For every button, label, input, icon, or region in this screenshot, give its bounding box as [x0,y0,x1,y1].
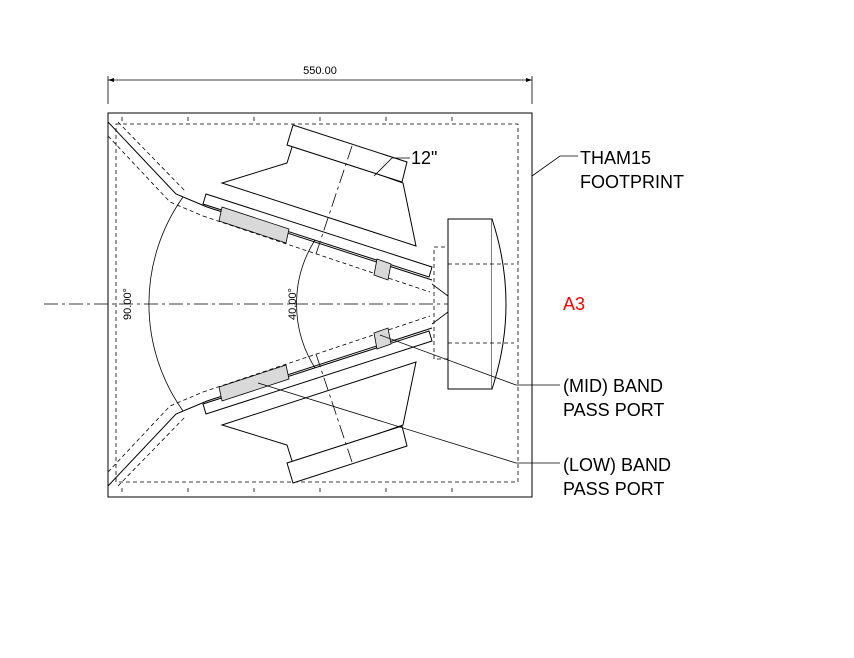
inner-angle-arc [296,236,318,372]
horn-assembly [431,218,514,390]
low-port-label-line2: PASS PORT [563,479,664,499]
upper-baffle [202,193,433,278]
upper-low-port [218,206,290,244]
mid-port-label-line2: PASS PORT [563,400,664,420]
cabinet-outline [107,112,533,498]
driver-size-label: 12" [411,148,437,168]
lower-driver [220,353,417,484]
driver-leader [373,157,410,177]
lower-mid-port [373,327,392,350]
width-dimension: 550.00 [107,65,533,104]
lower-baffle [202,330,433,415]
mid-port-label-line1: (MID) BAND [563,376,663,396]
outer-angle-arc [148,196,184,412]
edge-ticks [121,117,453,492]
footprint-label-line2: FOOTPRINT [580,172,684,192]
reference-label: A3 [563,294,585,314]
upper-mid-port [373,258,392,281]
width-dimension-label: 550.00 [303,65,337,77]
upper-driver [220,124,417,255]
mid-port-leader [379,334,560,386]
lower-low-port [218,364,290,402]
low-port-leader [257,382,560,464]
outer-angle-label: 90.00° [122,288,134,320]
footprint-leader [531,155,578,177]
inner-angle-label: 40.00° [287,288,299,320]
inner-footprint [115,123,519,483]
footprint-label-line1: THAM15 [580,148,651,168]
low-port-label-line1: (LOW) BAND [563,455,671,475]
